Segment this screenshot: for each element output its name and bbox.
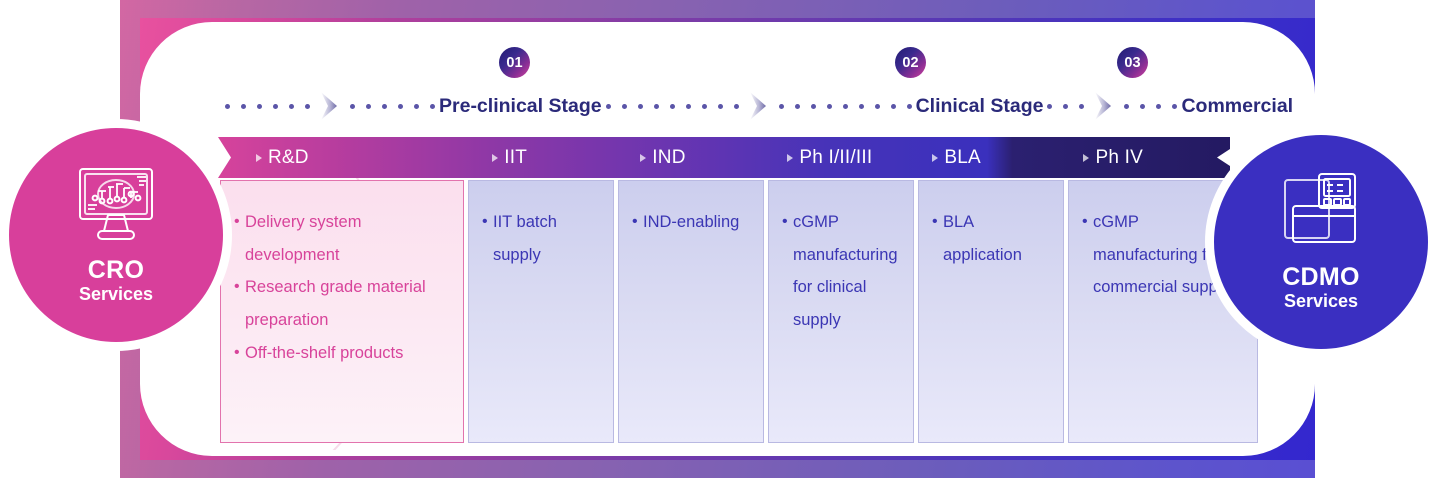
- phase-header-label: IIT: [504, 146, 527, 168]
- dot-run: [605, 88, 739, 124]
- cro-subtitle: Services: [78, 283, 154, 304]
- monitor-analytics-icon: [79, 168, 153, 241]
- phase-content-columns: Delivery system development Research gra…: [220, 180, 1258, 443]
- cro-services-badge[interactable]: CRO Services: [0, 119, 232, 351]
- phase-header-ind[interactable]: IND: [618, 137, 766, 178]
- triangle-right-icon: [932, 153, 939, 162]
- bioreactor-machine-icon: [1284, 173, 1356, 244]
- phase-column-iit[interactable]: IIT batch supply: [468, 180, 614, 443]
- list-item: IIT batch supply: [482, 206, 601, 271]
- phase-item-list: Delivery system development Research gra…: [221, 181, 463, 369]
- phase-column-rnd[interactable]: Delivery system development Research gra…: [220, 180, 464, 443]
- phase-header-ph123[interactable]: Ph I/II/III: [766, 137, 913, 178]
- phase-column-ind[interactable]: IND-enabling: [618, 180, 764, 443]
- stage-badge-02: 02: [895, 47, 926, 78]
- phase-column-bla[interactable]: BLA application: [918, 180, 1064, 443]
- dot-run: [1124, 88, 1178, 124]
- stage-label-1: Pre-clinical Stage: [439, 94, 602, 117]
- dot-run: [1047, 88, 1085, 124]
- cdmo-title: CDMO: [1282, 263, 1360, 292]
- stage-rail: Pre-clinical Stage Clinical Stage Commer…: [225, 88, 1293, 124]
- phase-header-cells: R&D IIT IND Ph I/II/III BLA Ph IV: [218, 137, 1230, 178]
- cro-title: CRO: [87, 256, 145, 285]
- phase-header-label: BLA: [944, 146, 981, 168]
- list-item: cGMP manufacturing for commercial supply: [1082, 206, 1245, 304]
- phase-header-label: Ph IV: [1095, 146, 1143, 168]
- cdmo-services-badge[interactable]: CDMO Services: [1205, 126, 1437, 358]
- phase-item-list: IIT batch supply: [469, 181, 613, 271]
- phase-header-label: Ph I/II/III: [799, 146, 873, 168]
- triangle-right-icon: [1083, 153, 1090, 162]
- phase-item-list: IND-enabling: [619, 181, 763, 239]
- phase-column-ph123[interactable]: cGMP manufacturing for clinical supply: [768, 180, 914, 443]
- phase-header-label: R&D: [268, 146, 309, 168]
- list-item: IND-enabling: [632, 206, 751, 239]
- phase-header-iit[interactable]: IIT: [467, 137, 618, 178]
- list-item: Off-the-shelf products: [234, 337, 451, 370]
- stage-label-2: Clinical Stage: [915, 94, 1044, 117]
- phase-header-label: IND: [652, 146, 686, 168]
- phase-header-rnd[interactable]: R&D: [218, 137, 467, 178]
- chevron-right-icon: [1095, 92, 1112, 120]
- stage-badge-01: 01: [499, 47, 530, 78]
- chevron-right-icon: [749, 92, 766, 120]
- triangle-right-icon: [256, 153, 262, 162]
- list-item: Delivery system development: [234, 206, 451, 271]
- triangle-right-icon: [640, 153, 647, 162]
- cdmo-subtitle: Services: [1283, 290, 1359, 311]
- phase-item-list: cGMP manufacturing for clinical supply: [769, 181, 913, 337]
- chevron-right-icon: [321, 92, 337, 120]
- triangle-right-icon: [787, 153, 794, 162]
- list-item: cGMP manufacturing for clinical supply: [782, 206, 901, 337]
- phase-header-bar: R&D IIT IND Ph I/II/III BLA Ph IV: [218, 137, 1230, 178]
- phase-item-list: cGMP manufacturing for commercial supply: [1069, 181, 1257, 304]
- dot-run: [778, 88, 912, 124]
- triangle-right-icon: [492, 153, 499, 162]
- phase-header-bar-background: [218, 137, 1230, 178]
- stage-badge-03: 03: [1117, 47, 1148, 78]
- phase-item-list: BLA application: [919, 181, 1063, 271]
- phase-header-phiv[interactable]: Ph IV: [1058, 137, 1230, 178]
- dot-run: [350, 88, 435, 124]
- list-item: BLA application: [932, 206, 1051, 271]
- phase-header-bla[interactable]: BLA: [913, 137, 1058, 178]
- list-item: Research grade material preparation: [234, 271, 451, 336]
- stage-label-3: Commercial: [1181, 94, 1294, 117]
- dot-run: [225, 88, 310, 124]
